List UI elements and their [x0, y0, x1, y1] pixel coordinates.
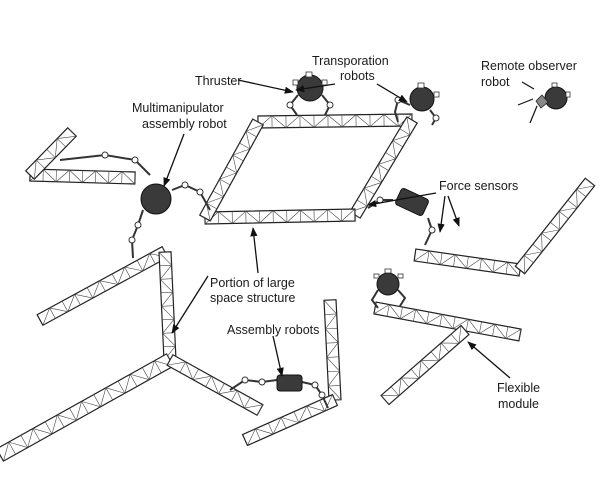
label-transportation-line1: Transporation	[312, 54, 389, 68]
beam-flex-1	[373, 301, 522, 342]
labels: Thruster Transporation robots Remote obs…	[132, 54, 577, 411]
beam-lower-left-vertical	[158, 251, 177, 361]
beam-lower-mid	[166, 353, 264, 417]
label-multi-line2: assembly robot	[142, 117, 227, 131]
label-transportation-line2: robots	[340, 69, 375, 83]
label-remote-line1: Remote observer	[481, 59, 577, 73]
multimanipulator-robot	[59, 151, 211, 259]
label-portion-line2: space structure	[210, 291, 296, 305]
beam-lower-left-diag	[36, 245, 169, 327]
beam-upper-left-1	[29, 168, 136, 185]
assembly-robot-bottom	[229, 374, 329, 409]
annotation-arrows	[163, 79, 511, 379]
label-flexible-line1: Flexible	[497, 381, 540, 395]
beam-square-top	[257, 113, 413, 129]
transportation-robot-2	[393, 82, 440, 126]
beam-lower-right-bottom	[241, 393, 339, 447]
label-thruster: Thruster	[195, 74, 242, 88]
label-assembly-robots: Assembly robots	[227, 323, 319, 337]
beam-lower-right-vertical	[323, 299, 342, 401]
label-force-sensors: Force sensors	[439, 179, 518, 193]
remote-observer-robot	[517, 81, 571, 124]
force-sensor-robot	[367, 187, 436, 246]
transportation-robot-1	[286, 71, 334, 116]
beam-upper-left-2	[24, 126, 78, 181]
beam-square-left	[198, 118, 265, 222]
beam-right-1	[413, 248, 522, 277]
beam-lower-left-bottom	[0, 353, 175, 462]
beam-square-right	[349, 116, 418, 219]
beam-square-bottom	[204, 208, 356, 225]
beam-flex-2	[380, 324, 470, 406]
label-flexible-line2: module	[498, 397, 539, 411]
label-portion-line1: Portion of large	[210, 276, 295, 290]
label-multi-line1: Multimanipulator	[132, 101, 224, 115]
label-remote-line2: robot	[481, 75, 510, 89]
beam-right-2	[514, 177, 596, 275]
flexible-module-robot	[370, 268, 407, 309]
